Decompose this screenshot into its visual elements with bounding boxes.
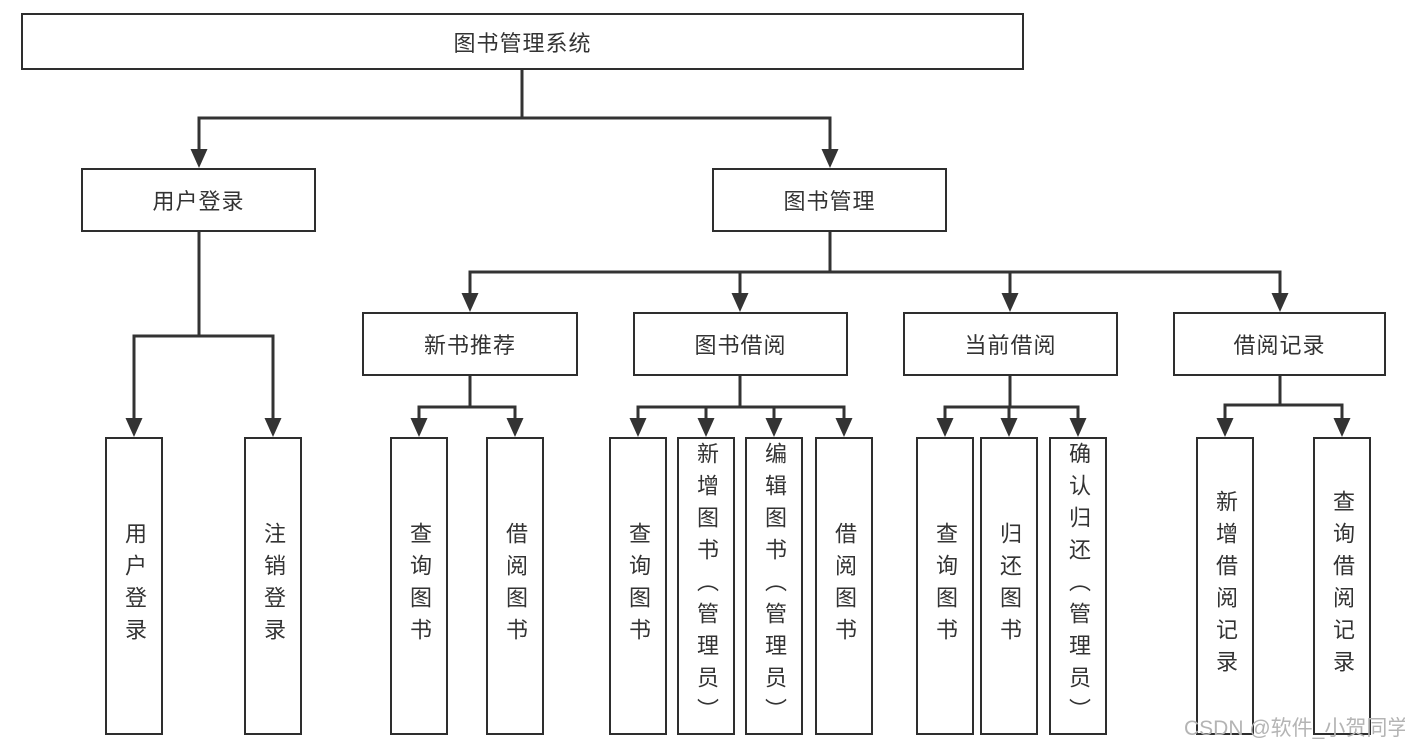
leaf-query-books-recommend: 查询图书 [390, 437, 448, 735]
leaf-borrow-books: 借阅图书 [815, 437, 873, 735]
node-label: 图书管理 [783, 189, 876, 214]
leaf-edit-books-admin: 编辑图书（管理员） [745, 437, 803, 735]
leaf-label: 查询图书 [626, 522, 651, 650]
leaf-borrow-books-recommend: 借阅图书 [486, 437, 544, 735]
arrowhead-icon [936, 418, 954, 437]
node-label: 图书管理系统 [453, 30, 592, 56]
arrowhead-icon [629, 418, 647, 437]
leaf-label: 归还图书 [997, 522, 1022, 650]
arrowhead-icon [1069, 418, 1087, 437]
node-new-book-recommendation: 新书推荐 [362, 312, 578, 376]
arrowhead-icon [461, 293, 479, 312]
arrowhead-icon [506, 418, 524, 437]
arrowhead-icon [765, 418, 783, 437]
arrowhead-icon [1001, 293, 1019, 312]
arrowhead-icon [835, 418, 853, 437]
leaf-label: 查询图书 [407, 522, 432, 650]
node-label: 图书借阅 [694, 333, 787, 358]
leaf-logout: 注销登录 [244, 437, 302, 735]
node-library-management-system: 图书管理系统 [21, 13, 1024, 70]
leaf-label: 编辑图书（管理员） [762, 442, 787, 730]
leaf-query-borrow-record: 查询借阅记录 [1313, 437, 1371, 735]
node-label: 新书推荐 [423, 333, 516, 358]
arrowhead-icon [1333, 418, 1351, 437]
node-label: 当前借阅 [964, 333, 1057, 358]
leaf-label: 借阅图书 [832, 522, 857, 650]
leaf-label: 查询借阅记录 [1330, 490, 1355, 682]
leaf-label: 借阅图书 [503, 522, 528, 650]
leaf-user-login: 用户登录 [105, 437, 163, 735]
arrowhead-icon [731, 293, 749, 312]
arrowhead-icon [1000, 418, 1018, 437]
node-label: 借阅记录 [1233, 333, 1326, 358]
arrowhead-icon [410, 418, 428, 437]
leaf-label: 查询图书 [933, 522, 958, 650]
leaf-add-books-admin: 新增图书（管理员） [677, 437, 735, 735]
node-current-borrowing: 当前借阅 [903, 312, 1118, 376]
leaf-label: 确认归还（管理员） [1066, 442, 1091, 730]
leaf-return-books: 归还图书 [980, 437, 1038, 735]
leaf-label: 用户登录 [122, 522, 147, 650]
node-book-borrowing: 图书借阅 [633, 312, 848, 376]
leaf-label: 注销登录 [261, 522, 286, 650]
leaf-query-books-borrow: 查询图书 [609, 437, 667, 735]
arrowhead-icon [1271, 293, 1289, 312]
arrowhead-icon [264, 418, 282, 437]
node-user-login: 用户登录 [81, 168, 316, 232]
leaf-query-books-current: 查询图书 [916, 437, 974, 735]
node-borrowing-records: 借阅记录 [1173, 312, 1386, 376]
leaf-add-borrow-record: 新增借阅记录 [1196, 437, 1254, 735]
node-label: 用户登录 [152, 189, 245, 214]
leaf-label: 新增借阅记录 [1213, 490, 1238, 682]
leaf-confirm-return-admin: 确认归还（管理员） [1049, 437, 1107, 735]
arrowhead-icon [697, 418, 715, 437]
arrowhead-icon [821, 149, 839, 168]
arrowhead-icon [190, 149, 208, 168]
leaf-label: 新增图书（管理员） [694, 442, 719, 730]
arrowhead-icon [125, 418, 143, 437]
node-book-management: 图书管理 [712, 168, 947, 232]
arrowhead-icon [1216, 418, 1234, 437]
